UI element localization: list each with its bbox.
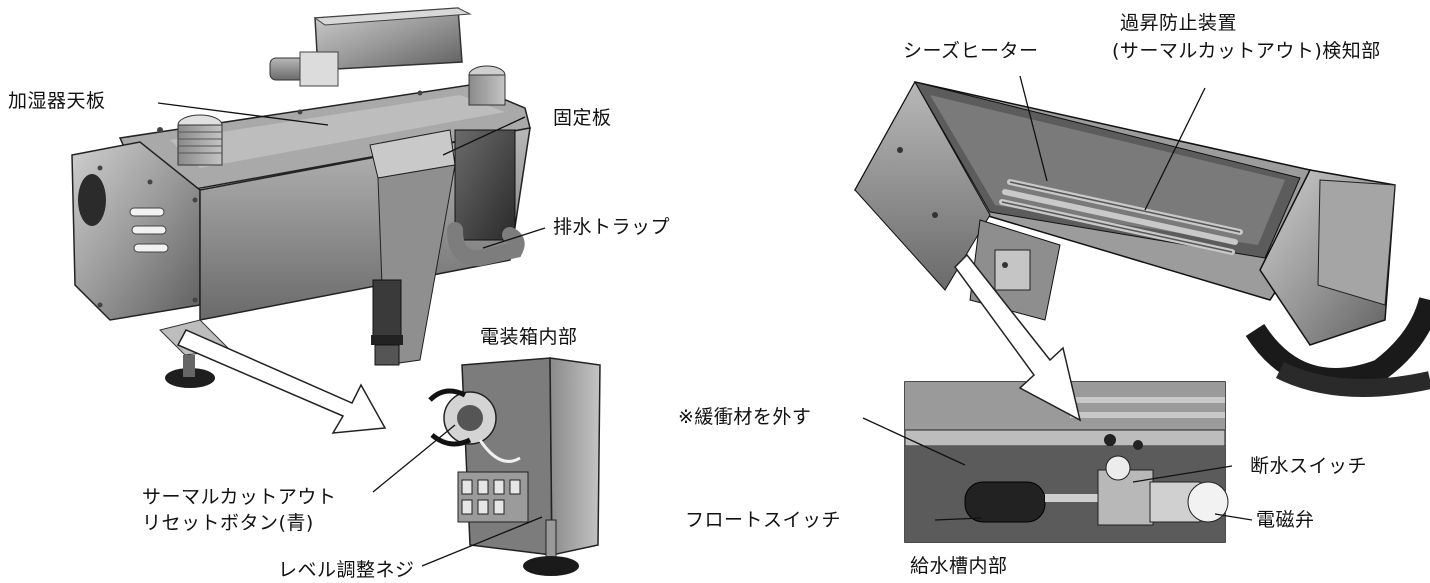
arrow-heater-to-tank xyxy=(954,253,1082,422)
label-water-cutoff-switch: 断水スイッチ xyxy=(1250,455,1368,477)
label-drain-trap: 排水トラップ xyxy=(553,216,671,238)
label-humidifier-top-plate: 加湿器天板 xyxy=(8,90,106,112)
electrical-box-photo xyxy=(428,357,601,576)
label-overheat-device-line1: 過昇防止装置 xyxy=(1120,12,1238,34)
heater-tank-photo xyxy=(853,80,1430,397)
label-electrical-box-interior: 電装箱内部 xyxy=(480,326,578,348)
label-level-adjust-screw: レベル調整ネジ xyxy=(278,559,415,581)
label-sheath-heater: シーズヒーター xyxy=(903,40,1039,62)
leader-lines xyxy=(157,75,1253,567)
label-thermal-cutout-reset-line1: サーマルカットアウト xyxy=(142,486,337,508)
label-thermal-cutout-reset-line2: リセットボタン(青) xyxy=(142,512,314,534)
label-fixing-plate: 固定板 xyxy=(553,107,612,129)
label-overheat-device-line2: (サーマルカットアウト)検知部 xyxy=(1112,40,1381,62)
label-float-switch: フロートスイッチ xyxy=(685,509,842,531)
arrow-humidifier-to-box xyxy=(176,329,387,434)
label-solenoid-valve: 電磁弁 xyxy=(1256,509,1315,531)
label-water-tank-interior: 給水槽内部 xyxy=(910,555,1008,577)
label-remove-cushion: ※緩衝材を外す xyxy=(678,406,812,428)
humidifier-photo xyxy=(71,7,531,388)
